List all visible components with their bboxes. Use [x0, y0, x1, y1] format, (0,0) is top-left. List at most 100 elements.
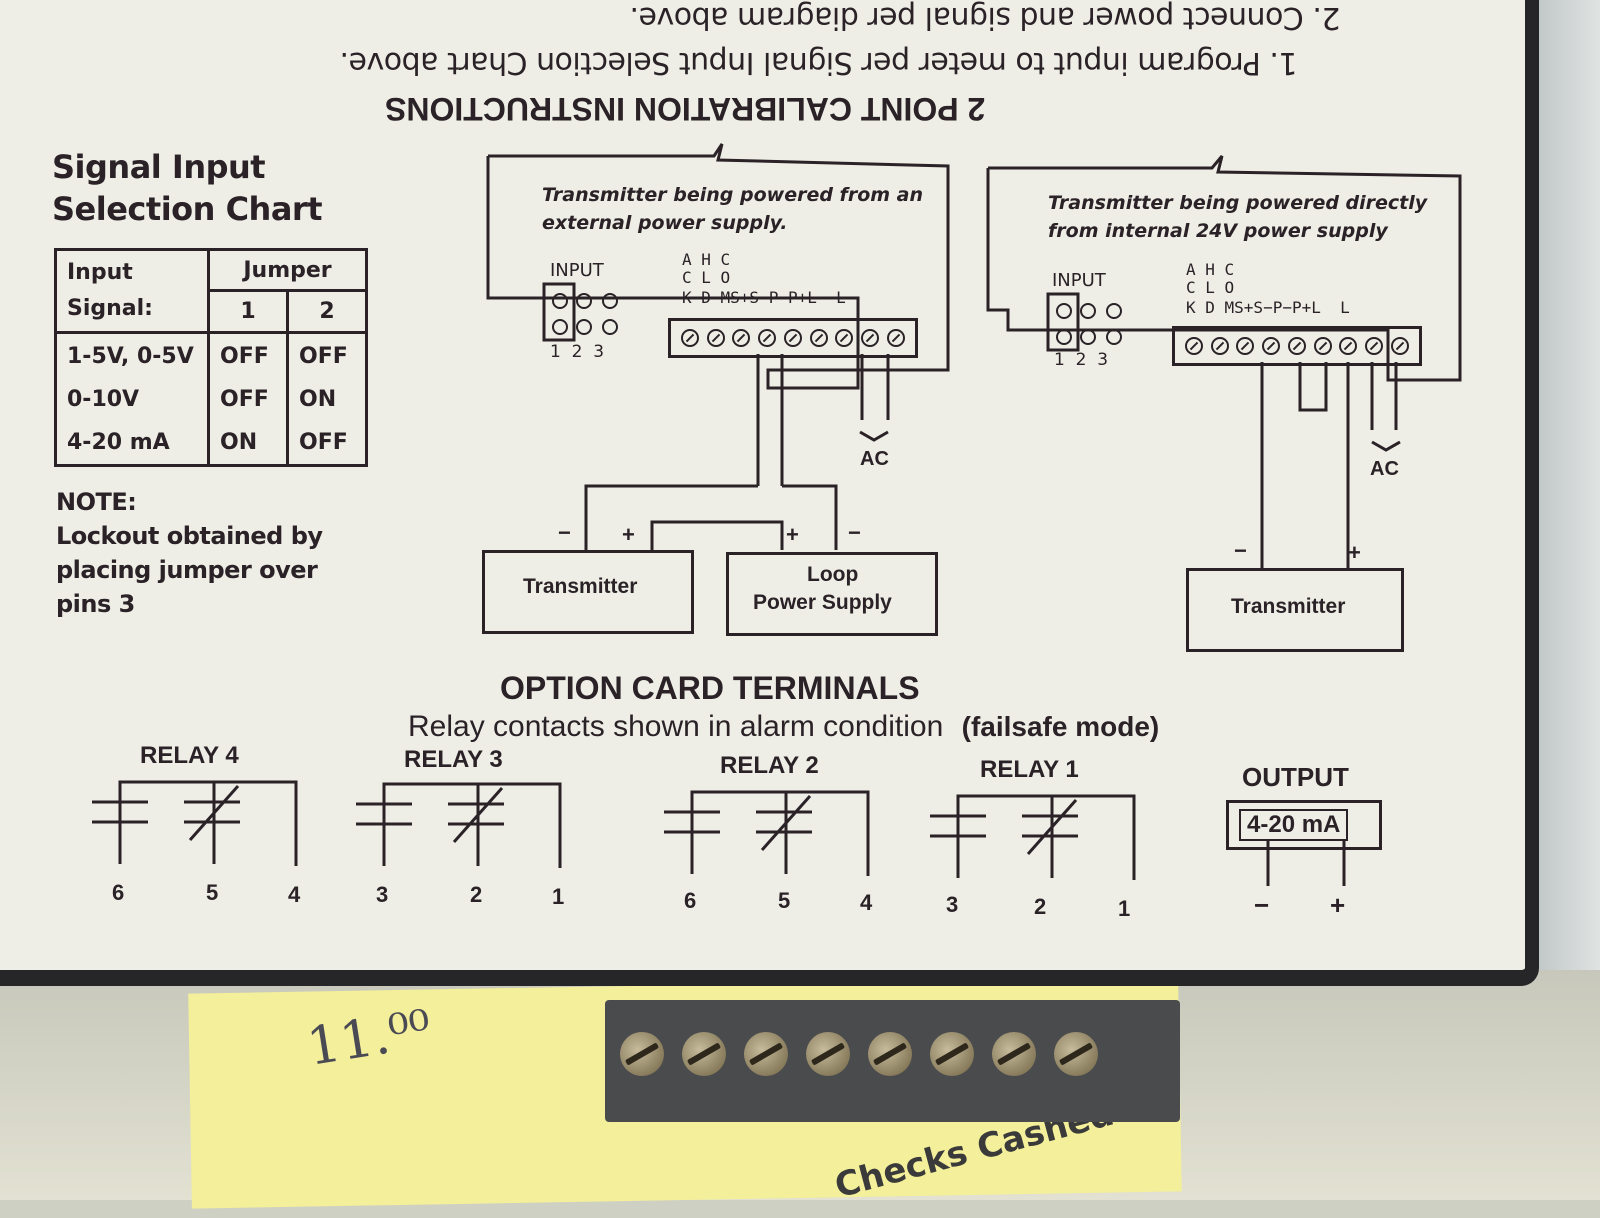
header-jumper-1: 1 [207, 289, 289, 334]
right-term-row2: C L O [1186, 278, 1235, 297]
left-transmitter-label: Transmitter [523, 575, 638, 598]
right-ac-label: AC [1370, 458, 1399, 480]
meter-label: 2. Connect power and signal per diagram … [0, 0, 1539, 986]
relay-2-label: RELAY 2 [720, 752, 819, 779]
output-label: OUTPUT [1242, 762, 1349, 792]
relay-1-terminal-3: 3 [946, 892, 959, 917]
option-subtitle-text: Relay contacts shown in alarm condition [408, 710, 944, 743]
terminal-screw-icon [1391, 337, 1409, 355]
terminal-screw-icon [680, 329, 699, 347]
chart-title-line1: Signal Input [52, 148, 266, 186]
loop-power-supply-box: Loop Power Supply [726, 552, 938, 636]
relay-3-label: RELAY 3 [404, 746, 503, 773]
screw-1[interactable] [620, 1032, 664, 1076]
relay-4-label: RELAY 4 [140, 742, 239, 769]
output-plus: + [1330, 890, 1346, 920]
terminal-screw-icon [758, 329, 777, 347]
left-pin-numbers: 1 2 3 [550, 342, 605, 362]
screw-5[interactable] [868, 1032, 912, 1076]
relay-4-terminal-5: 5 [206, 880, 219, 905]
terminal-screw-icon [706, 329, 725, 347]
left-input-label: INPUT [550, 260, 604, 281]
right-transmitter-box: Transmitter [1186, 568, 1404, 652]
terminal-screw-icon [1210, 337, 1229, 355]
table-cell-signal: 4-20 mA [54, 420, 210, 467]
screw-3[interactable] [744, 1032, 788, 1076]
right-caption-line1: Transmitter being powered directly [1048, 192, 1428, 214]
left-transmitter-box: Transmitter [482, 550, 694, 634]
output-box: 4-20 mA [1226, 800, 1382, 850]
note-title: NOTE: [56, 488, 137, 516]
table-cell-j1: OFF [207, 331, 289, 378]
wiring-diagram [92, 143, 1462, 886]
right-transmitter-label: Transmitter [1231, 595, 1346, 618]
terminal-screw-icon [1365, 337, 1384, 355]
relay-2-terminal-4: 4 [860, 890, 873, 915]
relay-4-terminal-4: 4 [288, 882, 301, 907]
chart-title-line2: Selection Chart [52, 190, 323, 228]
left-plus-1: + [622, 522, 635, 547]
option-title: OPTION CARD TERMINALS [500, 670, 920, 706]
table-cell-j2: ON [286, 378, 368, 420]
left-term-row1: A H C [682, 250, 731, 269]
terminal-screw-icon [1287, 337, 1306, 355]
terminal-screw-icon [783, 329, 802, 347]
table-cell-signal: 1-5V, 0-5V [54, 331, 210, 378]
table-cell-j2: OFF [286, 331, 368, 378]
header-jumper: Jumper [207, 248, 368, 292]
output-box-label: 4-20 mA [1239, 809, 1349, 841]
screw-2[interactable] [682, 1032, 726, 1076]
screw-8[interactable] [1054, 1032, 1098, 1076]
terminal-screw-icon [887, 329, 905, 347]
left-minus-1: − [558, 520, 571, 545]
option-subtitle: Relay contacts shown in alarm condition … [408, 710, 1159, 744]
left-ac-label: AC [860, 448, 889, 470]
left-caption-line1: Transmitter being powered from an [542, 184, 924, 206]
relay-3-terminal-2: 2 [470, 882, 483, 907]
terminal-screw-icon [1236, 337, 1255, 355]
right-terminal-strip [1172, 326, 1422, 366]
terminal-screw-icon [1339, 337, 1358, 355]
terminal-screw-icon [1313, 337, 1332, 355]
header-jumper-2: 2 [286, 289, 368, 334]
screw-6[interactable] [930, 1032, 974, 1076]
power-supply-label: Power Supply [753, 591, 892, 614]
right-term-row1: A H C [1186, 260, 1235, 279]
signal-selection-table: Input Signal: Jumper 1 2 1-5V, 0-5V OFF … [54, 248, 368, 467]
header-input-signal: Input Signal: [54, 248, 210, 334]
terminal-screw-icon [1262, 337, 1281, 355]
option-subtitle-bold: (failsafe mode) [961, 711, 1160, 742]
note-line3: pins 3 [56, 590, 135, 618]
terminal-screw-icon [835, 329, 854, 347]
relay-3-terminal-1: 1 [552, 884, 565, 909]
table-cell-j2: OFF [286, 420, 368, 467]
relay-1-terminal-1: 1 [1118, 896, 1131, 921]
loop-label: Loop [807, 563, 859, 586]
terminal-screw-icon [1184, 337, 1203, 355]
note-line1: Lockout obtained by [56, 522, 323, 550]
right-plus: + [1348, 540, 1361, 565]
terminal-screw-icon [732, 329, 751, 347]
relay-1-label: RELAY 1 [980, 756, 1079, 783]
terminal-screws [611, 1032, 1107, 1081]
relay-4-terminal-6: 6 [112, 880, 125, 905]
relay-1-terminal-2: 2 [1034, 894, 1047, 919]
table-cell-j1: OFF [207, 378, 289, 420]
output-minus: − [1254, 890, 1270, 920]
right-minus: − [1234, 538, 1247, 563]
right-term-row3: K D MS+S−P−P+L L [1186, 298, 1350, 317]
screw-4[interactable] [806, 1032, 850, 1076]
right-caption-line2: from internal 24V power supply [1048, 220, 1388, 242]
right-input-label: INPUT [1052, 270, 1106, 291]
terminal-screw-icon [861, 329, 880, 347]
left-term-row2: C L O [682, 268, 731, 287]
left-plus-2: + [786, 522, 799, 547]
screw-7[interactable] [992, 1032, 1036, 1076]
note-line2: placing jumper over [56, 556, 318, 584]
table-cell-signal: 0-10V [54, 378, 210, 420]
left-terminal-strip [668, 318, 918, 358]
handwritten-price: 11.⁰⁰ [303, 999, 436, 1078]
terminal-screw-icon [809, 329, 828, 347]
left-term-row3: K D MS+S−P−P+L L [682, 288, 846, 307]
left-minus-2: − [848, 520, 861, 545]
